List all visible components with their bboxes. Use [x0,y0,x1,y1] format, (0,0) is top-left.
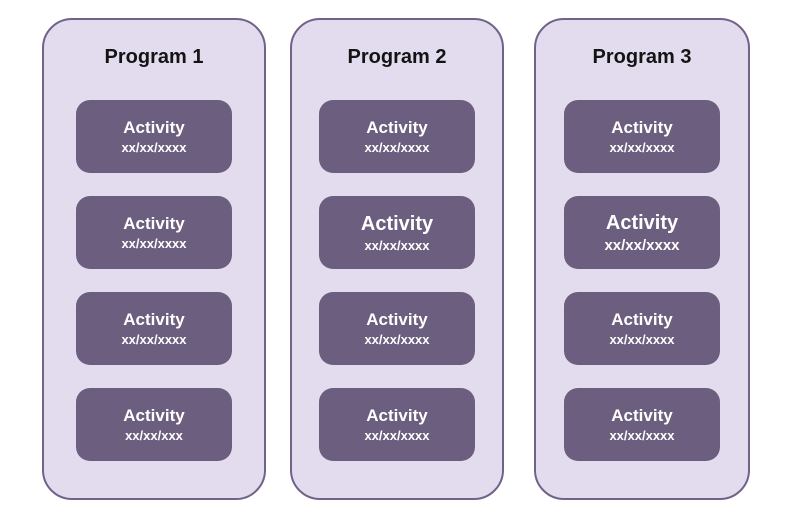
activity-label: Activity [366,118,428,137]
activity-box: Activity xx/xx/xxxx [564,196,720,269]
activity-label: Activity [123,118,185,137]
program-1-activities: Activity xx/xx/xxxx Activity xx/xx/xxxx … [76,100,232,461]
activity-label: Activity [360,212,434,235]
program-2-title: Program 2 [347,46,447,68]
activity-label: Activity [123,310,185,329]
program-3-title: Program 3 [592,46,692,68]
activity-box: Activity xx/xx/xxxx [564,388,720,461]
program-1-container: Program 1 Activity xx/xx/xxxx Activity x… [42,18,266,500]
activity-label: Activity [123,214,185,233]
program-1-title: Program 1 [104,46,204,68]
activity-date: xx/xx/xxxx [609,428,675,443]
activity-box: Activity xx/xx/xxx [76,388,232,461]
activity-date: xx/xx/xxxx [121,236,187,251]
program-2-container: Program 2 Activity xx/xx/xxxx Activity x… [290,18,504,500]
activity-box: Activity xx/xx/xxxx [319,196,475,269]
activity-date: xx/xx/xxxx [364,332,430,347]
activity-date: xx/xx/xxxx [609,332,675,347]
activity-date: xx/xx/xxxx [121,140,187,155]
activity-label: Activity [611,310,673,329]
activity-date: xx/xx/xxxx [364,428,430,443]
activity-date: xx/xx/xxx [125,428,183,443]
activity-label: Activity [366,310,428,329]
activity-box: Activity xx/xx/xxxx [319,292,475,365]
activity-date: xx/xx/xxxx [364,140,430,155]
activity-box: Activity xx/xx/xxxx [76,292,232,365]
activity-label: Activity [611,406,673,425]
activity-box: Activity xx/xx/xxxx [76,196,232,269]
activity-box: Activity xx/xx/xxxx [319,388,475,461]
activity-box: Activity xx/xx/xxxx [564,292,720,365]
activity-label: Activity [605,211,679,234]
activity-date: xx/xx/xxxx [364,237,430,253]
program-2-activities: Activity xx/xx/xxxx Activity xx/xx/xxxx … [319,100,475,461]
activity-box: Activity xx/xx/xxxx [564,100,720,173]
program-3-container: Program 3 Activity xx/xx/xxxx Activity x… [534,18,750,500]
activity-date: xx/xx/xxxx [121,332,187,347]
activity-box: Activity xx/xx/xxxx [76,100,232,173]
activity-date: xx/xx/xxxx [604,236,680,254]
activity-date: xx/xx/xxxx [609,140,675,155]
activity-label: Activity [366,406,428,425]
activity-label: Activity [123,406,185,425]
program-3-activities: Activity xx/xx/xxxx Activity xx/xx/xxxx … [564,100,720,461]
activity-label: Activity [611,118,673,137]
activity-box: Activity xx/xx/xxxx [319,100,475,173]
